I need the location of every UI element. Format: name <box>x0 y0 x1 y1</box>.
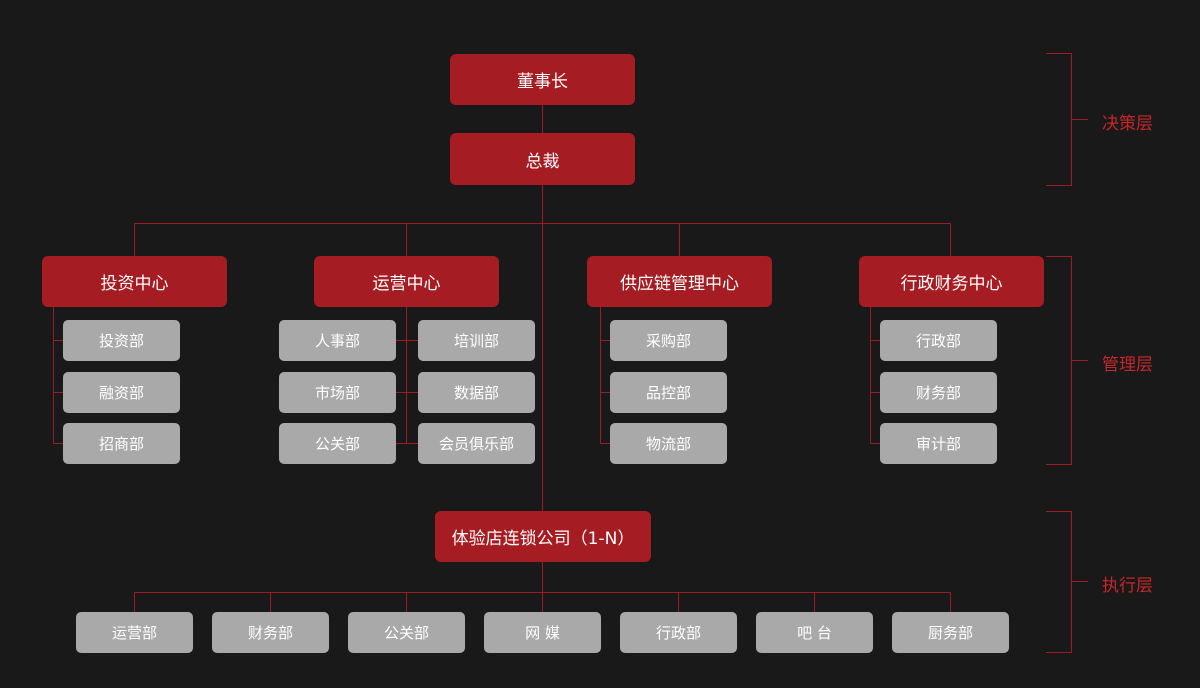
member-club-node: 会员俱乐部 <box>418 423 535 464</box>
store-finance-dept-node: 财务部 <box>212 612 329 653</box>
audit-dept-node: 审计部 <box>880 423 997 464</box>
store-pr-dept-node: 公关部 <box>348 612 465 653</box>
training-dept-node: 培训部 <box>418 320 535 361</box>
store-admin-dept-node: 行政部 <box>620 612 737 653</box>
chairman-node: 董事长 <box>450 54 635 105</box>
supply-chain-center-node: 供应链管理中心 <box>587 256 772 307</box>
management-layer-label: 管理层 <box>1102 355 1153 375</box>
president-node: 总裁 <box>450 133 635 185</box>
financing-dept-node: 融资部 <box>63 372 180 413</box>
store-company-node: 体验店连锁公司（1-N） <box>435 511 651 562</box>
store-operations-dept-node: 运营部 <box>76 612 193 653</box>
admin-dept-node: 行政部 <box>880 320 997 361</box>
pr-dept-node: 公关部 <box>279 423 396 464</box>
data-dept-node: 数据部 <box>418 372 535 413</box>
investment-center-node: 投资中心 <box>42 256 227 307</box>
hr-dept-node: 人事部 <box>279 320 396 361</box>
store-kitchen-dept-node: 厨务部 <box>892 612 1009 653</box>
procurement-dept-node: 采购部 <box>610 320 727 361</box>
marketing-dept-node: 市场部 <box>279 372 396 413</box>
store-bar-node: 吧 台 <box>756 612 873 653</box>
execution-layer-label: 执行层 <box>1102 576 1153 596</box>
logistics-dept-node: 物流部 <box>610 423 727 464</box>
store-media-dept-node: 网 媒 <box>484 612 601 653</box>
decision-layer-label: 决策层 <box>1102 114 1153 134</box>
investment-dept-node: 投资部 <box>63 320 180 361</box>
quality-control-dept-node: 品控部 <box>610 372 727 413</box>
finance-dept-node: 财务部 <box>880 372 997 413</box>
operations-center-node: 运营中心 <box>314 256 499 307</box>
admin-finance-center-node: 行政财务中心 <box>859 256 1044 307</box>
merchant-dept-node: 招商部 <box>63 423 180 464</box>
